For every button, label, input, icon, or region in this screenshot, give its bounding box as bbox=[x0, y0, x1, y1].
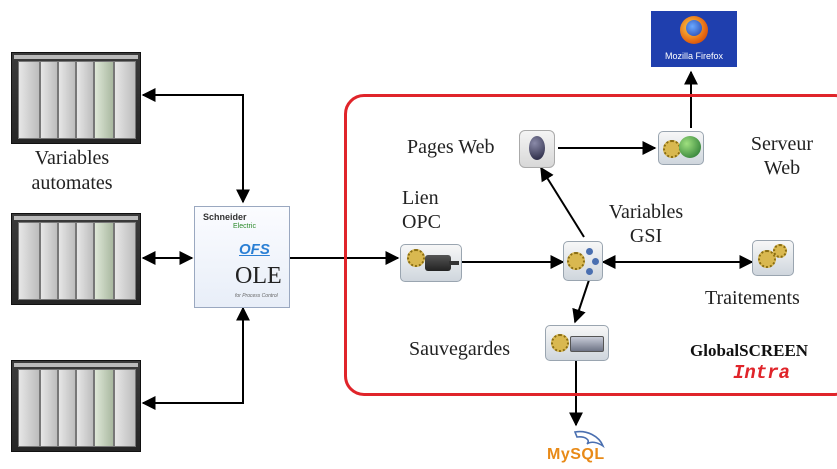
lien-opc-label: Lien OPC bbox=[402, 187, 441, 233]
plc-icon bbox=[11, 213, 141, 305]
traitements-label: Traitements bbox=[705, 287, 800, 309]
traitements-icon bbox=[752, 240, 794, 276]
arrow-gsi-sauvegardes bbox=[572, 279, 590, 324]
dolphin-icon bbox=[573, 430, 605, 449]
variables-gsi-label: Variables GSI bbox=[608, 201, 684, 247]
electric-text: Electric bbox=[233, 223, 256, 230]
sauvegardes-label: Sauvegardes bbox=[409, 338, 511, 360]
firefox-icon[interactable]: Mozilla Firefox bbox=[651, 11, 737, 67]
firefox-label: Mozilla Firefox bbox=[664, 51, 723, 61]
serveur-web-label: Serveur Web bbox=[750, 133, 814, 179]
mysql-icon: MySQL bbox=[547, 428, 609, 464]
plc-icon bbox=[11, 52, 141, 144]
globalscreen-frame bbox=[344, 94, 837, 396]
ofs-text: OFS bbox=[239, 241, 270, 258]
schneider-text: Schneider bbox=[203, 212, 247, 222]
opc-icon bbox=[400, 244, 462, 282]
pages-web-label: Pages Web bbox=[407, 136, 495, 158]
sauvegardes-icon bbox=[545, 325, 609, 361]
gsi-icon bbox=[563, 241, 603, 281]
arrow-gsi-pages bbox=[540, 166, 585, 238]
globalscreen-label: GlobalSCREEN bbox=[690, 341, 809, 360]
ofs-ole-icon: Schneider Electric OFS OLE for Process C… bbox=[194, 206, 290, 308]
pages-web-icon bbox=[519, 130, 555, 168]
globe-icon bbox=[658, 131, 704, 165]
mysql-label: MySQL bbox=[547, 446, 605, 463]
plc-icon bbox=[11, 360, 141, 452]
arrow-plc1-ofs bbox=[141, 88, 250, 204]
process-control-text: for Process Control bbox=[235, 293, 278, 299]
variables-automates-label: Variables automates bbox=[31, 147, 113, 194]
intra-label: Intra bbox=[733, 362, 791, 384]
ole-text: OLE bbox=[235, 263, 282, 289]
arrow-plc3-ofs bbox=[141, 306, 250, 410]
